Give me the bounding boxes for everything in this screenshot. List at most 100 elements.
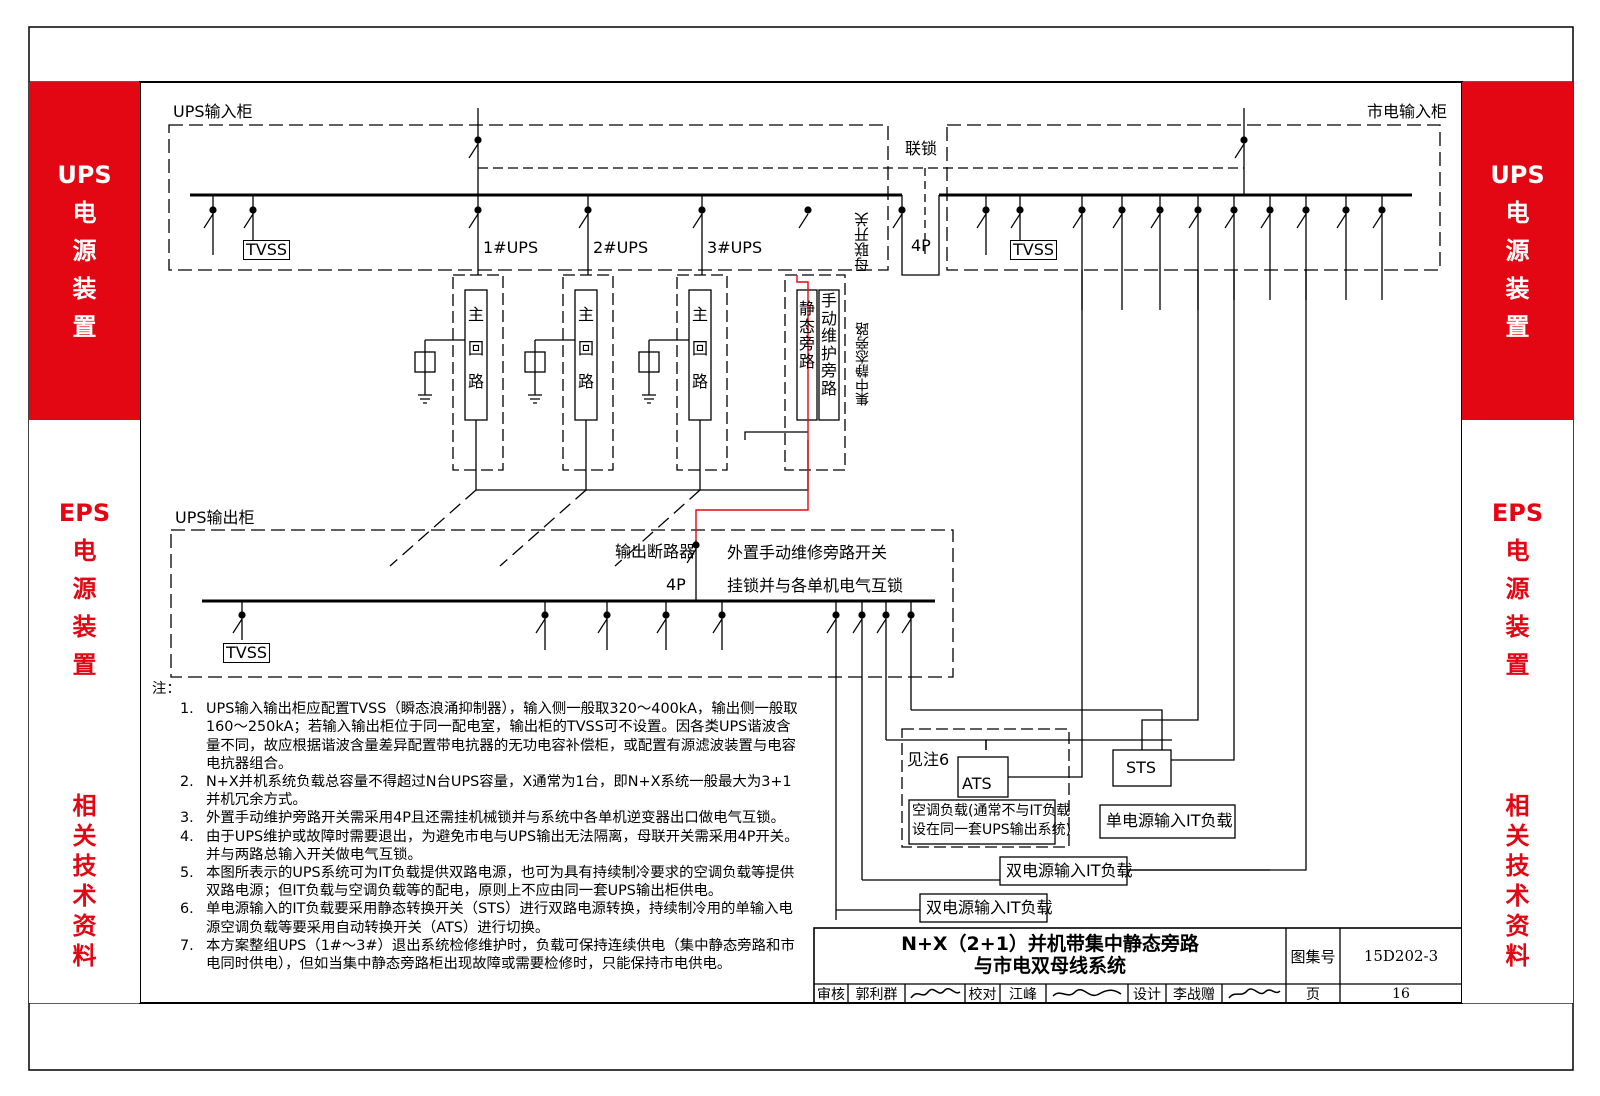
designer-signature-icon (1228, 987, 1281, 998)
note-item: 7.本方案整组UPS（1#～3#）退出系统检修维护时，负载可保持连续供电（集中静… (180, 937, 795, 973)
breaker-switch-blade (578, 213, 589, 229)
ats-label: ATS (962, 774, 992, 793)
breaker-switch-blade (468, 213, 479, 229)
check-label: 校对 (968, 986, 997, 1003)
ac-load-line1: 空调负载(通常不与IT负载 (912, 803, 1071, 819)
breaker-contact (474, 206, 482, 214)
breaker-switch-blade (712, 618, 723, 634)
breaker-switch-blade (1234, 143, 1245, 159)
sidebar-left-related: 相 关 技 术 资 料 (29, 758, 140, 1003)
reviewer-signature-icon (910, 987, 961, 998)
tvss-input-ups: TVSS (243, 240, 291, 260)
ac-load-line2: 设在同一套UPS输出系统) (912, 822, 1072, 838)
breaker-contact (1194, 206, 1202, 214)
breaker-contact (1016, 206, 1024, 214)
interlock-note-label: 挂锁并与各单机电气互锁 (727, 576, 904, 595)
breaker-switch-blade (876, 618, 887, 634)
breaker-switch-blade (1072, 213, 1083, 229)
breaker-switch-blade (826, 618, 837, 634)
breaker-contact (1118, 206, 1126, 214)
main-loop-1: 主回路 (467, 305, 484, 392)
breaker-contact (1240, 136, 1248, 144)
note-item: 5.本图所表示的UPS系统可为IT负载提供双路电源，也可为具有持续制冷要求的空调… (180, 865, 795, 900)
interlock-label: 联锁 (905, 139, 938, 158)
breaker-contact (238, 611, 246, 619)
sidebar-left-ups: UPS 电 源 装 置 (29, 82, 140, 420)
ups-unit-1-label: 1#UPS (483, 238, 539, 257)
breaker-contact (804, 206, 812, 214)
breaker-contact (692, 541, 700, 549)
output-breaker-label: 输出断路器 (615, 542, 696, 561)
main-loop-3: 主回路 (691, 305, 708, 392)
ups-input-cabinet-label: UPS输入柜 (173, 102, 253, 121)
breaker-switch-blade (597, 618, 608, 634)
breaker-switch-blade (1260, 213, 1271, 229)
breaker-contact (474, 136, 482, 144)
breaker-switch-blade (203, 213, 214, 229)
static-bypass-label: 静态旁路 (798, 299, 815, 371)
breaker-contact (584, 206, 592, 214)
breaker-contact (209, 206, 217, 214)
design-label: 设计 (1133, 986, 1161, 1003)
mains-input-cabinet-label: 市电输入柜 (1367, 102, 1448, 121)
sidebar-left-eps: EPS 电 源 装 置 (29, 420, 140, 758)
checker-name: 江峰 (1009, 986, 1037, 1003)
note-item: 1.UPS输入输出柜应配置TVSS（瞬态浪涌抑制器），输入侧一般取320～400… (180, 701, 798, 772)
breaker-contact (982, 206, 990, 214)
breaker-contact (1302, 206, 1310, 214)
breaker-switch-blade (1010, 213, 1021, 229)
breaker-contact (541, 611, 549, 619)
breaker-contact (1230, 206, 1238, 214)
designer-name: 李战赠 (1173, 986, 1215, 1003)
breaker-contact (1078, 206, 1086, 214)
central-static-bypass-label: 集中静态旁路 (855, 322, 871, 406)
dual-source-it-label-2: 双电源输入IT负载 (926, 898, 1053, 917)
output-4p-label: 4P (666, 575, 686, 594)
breaker-contact (898, 206, 906, 214)
breaker-switch-blade (892, 213, 903, 229)
breaker-contact (858, 611, 866, 619)
see-note-6-label: 见注6 (907, 750, 950, 769)
breaker-switch-blade (1150, 213, 1161, 229)
breaker-contact (907, 611, 915, 619)
single-source-it-label: 单电源输入IT负载 (1106, 811, 1233, 830)
reviewer-signature (905, 984, 965, 1003)
external-manual-bypass-switch-label: 外置手动维修旁路开关 (727, 543, 888, 562)
breaker-switch-blade (901, 618, 912, 634)
page-label: 页 (1306, 986, 1320, 1003)
page-number: 16 (1392, 985, 1410, 1002)
breaker-contact (1378, 206, 1386, 214)
ups-unit-2-label: 2#UPS (593, 238, 649, 257)
checker-signature (1046, 984, 1128, 1003)
dual-source-it-label-1: 双电源输入IT负载 (1006, 861, 1133, 880)
atlas-label: 图集号 (1290, 947, 1336, 966)
breaker-switch-blade (656, 618, 667, 634)
breaker-contact (882, 611, 890, 619)
breaker-contact (698, 206, 706, 214)
note-item: 2.N+X并机系统负载总容量不得超过N台UPS容量，X通常为1台，即N+X系统一… (180, 774, 792, 809)
breaker-contact (1156, 206, 1164, 214)
breaker-switch-blade (1296, 213, 1307, 229)
breaker-contact (603, 611, 611, 619)
breaker-switch-blade (852, 618, 863, 634)
ups-output-cabinet-label: UPS输出柜 (175, 508, 255, 527)
sidebar-right-related: 相 关 技 术 资 料 (1462, 758, 1573, 1003)
breaker-contact (718, 611, 726, 619)
breaker-contact (1342, 206, 1350, 214)
breaker-switch-blade (535, 618, 546, 634)
atlas-number: 15D202-3 (1363, 947, 1439, 965)
note-item: 6.单电源输入的IT负载要采用静态转换开关（STS）进行双路电源转换，持续制冷用… (180, 901, 793, 936)
notes-section: 注： 1.UPS输入输出柜应配置TVSS（瞬态浪涌抑制器），输入侧一般取320～… (152, 680, 802, 973)
breaker-switch-blade (1188, 213, 1199, 229)
note-item: 4.由于UPS维护或故障时需要退出，为避免市电与UPS输出无法隔离，母联开关需采… (180, 828, 799, 863)
sidebar-right-eps: EPS 电 源 装 置 (1462, 420, 1573, 758)
drawing-title: N+X（2+1）并机带集中静态旁路 与市电双母线系统 (901, 933, 1199, 977)
breaker-switch-blade (232, 618, 243, 634)
sts-label: STS (1126, 758, 1157, 777)
breaker-switch-blade (1224, 213, 1235, 229)
breaker-contact (249, 206, 257, 214)
designer-signature (1222, 984, 1286, 1003)
breaker-switch-blade (798, 213, 809, 229)
